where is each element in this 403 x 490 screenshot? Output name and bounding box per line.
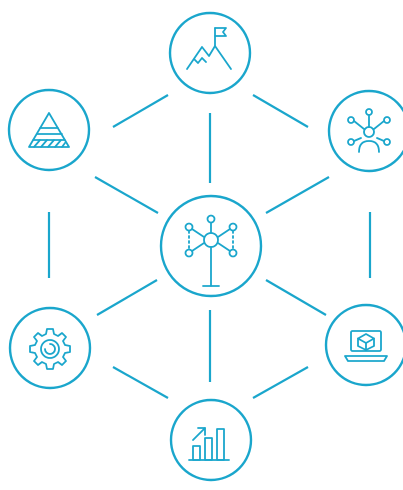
laptop-cube-icon	[344, 330, 388, 362]
node-upper-right	[327, 89, 403, 173]
node-bottom-ring	[169, 398, 253, 482]
connector-top-upper-left	[112, 94, 169, 128]
gear-icon	[29, 328, 71, 370]
mountain-flag-icon	[186, 27, 232, 70]
connector-lower-right-bottom	[252, 366, 309, 399]
person-network-icon	[347, 108, 391, 153]
connector-hub-upper-left	[94, 176, 159, 214]
pyramid-icon	[28, 112, 70, 148]
connector-top-upper-right	[252, 94, 309, 128]
network-tower-icon	[184, 214, 238, 287]
connector-hub-lower-left	[96, 279, 158, 316]
node-lower-left	[8, 306, 92, 390]
node-bottom	[169, 398, 253, 482]
bar-chart-growth-icon	[188, 427, 230, 461]
node-upper-left-ring	[7, 88, 91, 172]
hub-connectors	[94, 113, 330, 382]
node-lower-right-ring	[324, 303, 403, 387]
node-lower-right	[324, 303, 403, 387]
ring-connectors	[47, 94, 372, 399]
node-upper-left	[7, 88, 91, 172]
connector-lower-left-bottom	[112, 366, 169, 399]
hub-node-ring	[159, 194, 263, 298]
connector-hub-lower-right	[265, 279, 327, 316]
node-top	[168, 11, 252, 95]
node-upper-right-ring	[327, 89, 403, 173]
node-lower-left-ring	[8, 306, 92, 390]
hub-node	[159, 194, 263, 298]
connector-hub-upper-right	[265, 176, 330, 214]
